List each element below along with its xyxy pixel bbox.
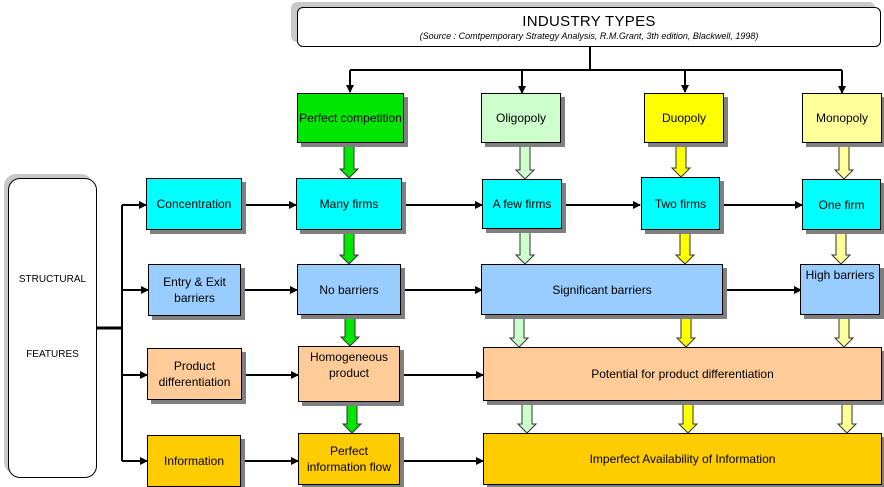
row-connectors <box>241 201 803 465</box>
block-arrow-duopoly <box>675 315 697 348</box>
block-arrow-duopoly <box>677 401 699 434</box>
block-arrow-perfect <box>339 315 361 347</box>
source-citation: (Source : Comtpemporary Strategy Analysi… <box>419 31 759 41</box>
block-arrow-oligopoly <box>514 142 536 180</box>
block-arrow-perfect <box>338 230 360 265</box>
feature-concentration: Concentration <box>146 178 242 230</box>
industry-types-title-box: INDUSTRY TYPES (Source : Comtpemporary S… <box>297 7 881 47</box>
cell-two-firms: Two firms <box>641 177 720 230</box>
cell-imperfect-information: Imperfect Availability of Information <box>483 433 882 485</box>
block-arrow-monopoly <box>833 315 855 348</box>
type-oligopoly: Oligopoly <box>481 93 561 143</box>
cell-one-firm: One firm <box>802 179 881 230</box>
type-duopoly: Duopoly <box>644 93 724 143</box>
type-monopoly: Monopoly <box>802 93 882 143</box>
block-arrow-duopoly <box>670 142 692 178</box>
cell-high-barriers: High barriers <box>800 264 880 315</box>
block-arrow-monopoly <box>836 401 858 434</box>
block-arrow-oligopoly <box>516 401 538 434</box>
cell-potential-differentiation: Potential for product differentiation <box>483 347 882 401</box>
structural-features-box: STRUCTURAL FEATURES <box>8 178 97 478</box>
features-label: FEATURES <box>26 349 79 360</box>
cell-many-firms: Many firms <box>296 178 402 230</box>
block-arrow-monopoly <box>830 229 852 265</box>
block-arrow-monopoly <box>833 142 855 180</box>
cell-significant-barriers: Significant barriers <box>481 264 723 315</box>
cell-no-barriers: No barriers <box>297 264 401 315</box>
left-connectors <box>97 201 149 465</box>
feature-product-differentiation: Product differentiation <box>147 348 242 400</box>
block-arrows <box>338 142 858 434</box>
structural-label: STRUCTURAL <box>18 274 87 285</box>
top-connectors <box>346 47 846 94</box>
cell-homogeneous-product: Homogeneous product <box>298 346 400 402</box>
block-arrow-duopoly <box>674 229 696 265</box>
cell-perfect-information-flow: Perfect information flow <box>298 433 400 485</box>
feature-entry-exit-barriers: Entry & Exit barriers <box>148 264 241 316</box>
block-arrow-perfect <box>341 401 363 434</box>
block-arrow-oligopoly <box>514 229 536 265</box>
diagram-title: INDUSTRY TYPES <box>522 13 656 30</box>
cell-a-few-firms: A few firms <box>482 179 562 229</box>
feature-information: Information <box>147 435 241 487</box>
block-arrow-oligopoly <box>508 315 530 348</box>
type-perfect-competition: Perfect competition <box>297 93 404 143</box>
block-arrow-perfect <box>338 145 360 179</box>
